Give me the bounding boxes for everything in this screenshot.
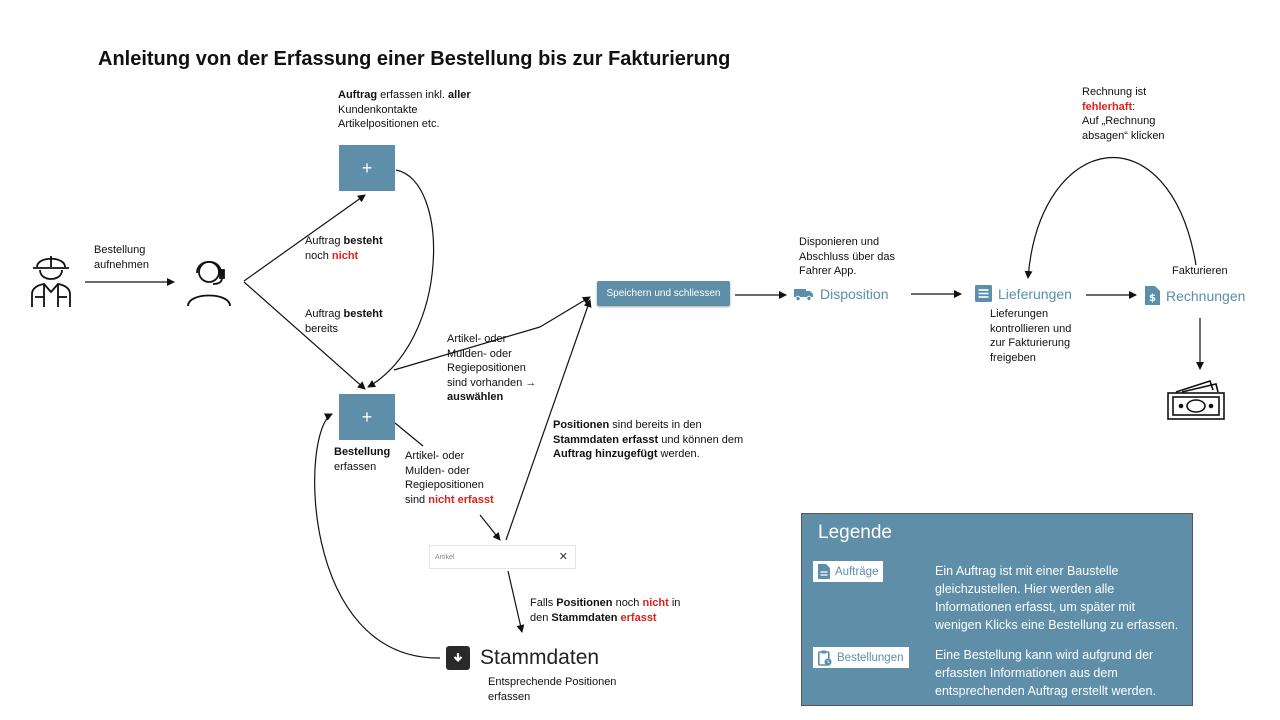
label-rechnung-fehlerhaft: Rechnung ist fehlerhaft: Auf „Rechnung a…: [1082, 86, 1165, 142]
legend-desc-bestellungen: Eine Bestellung kann wird aufgrund der e…: [935, 648, 1156, 698]
label-bestellung-aufnehmen: Bestellung aufnehmen: [94, 244, 150, 271]
stammdaten-label: Stammdaten: [480, 646, 600, 669]
nav-disposition[interactable]: Disposition: [794, 286, 888, 302]
label-positionen-vorhanden: Artikel- oder Mulden- oder Regieposition…: [447, 333, 537, 403]
label-positionen-stammdaten: Positionen sind bereits in den Stammdate…: [553, 419, 744, 460]
label-entsprechende-positionen: Entsprechende Positionen erfassen: [488, 676, 617, 703]
clear-icon[interactable]: ✕: [558, 551, 568, 563]
label-falls-positionen: Falls Positionen noch nicht in den Stamm…: [530, 597, 681, 624]
clipboard-clock-icon: [818, 650, 832, 666]
arrow-agent-to-auftrag: [243, 194, 366, 282]
legend-desc-auftraege: Ein Auftrag ist mit einer Baustelle glei…: [935, 564, 1179, 632]
label-auftrag-erfassen: Auftrag erfassen inkl. aller Kundenkonta…: [338, 89, 471, 130]
disposition-label: Disposition: [820, 286, 889, 302]
arrow-agent-to-bestellung: [243, 281, 366, 390]
document-icon: [818, 564, 830, 579]
label-positionen-nicht-erfasst: Artikel- oder Mulden- oder Regieposition…: [405, 450, 494, 506]
worker-icon: [31, 256, 71, 307]
arrow-artikel-to-stammdaten: [507, 570, 525, 633]
rechnungen-label: Rechnungen: [1166, 287, 1246, 304]
lieferungen-label: Lieferungen: [998, 285, 1072, 302]
speichern-und-schliessen-button[interactable]: Speichern und schliessen: [597, 281, 730, 306]
line-bestellung-to-nichterfasst: [394, 422, 424, 447]
svg-text:$: $: [1149, 293, 1156, 304]
page-title: Anleitung von der Erfassung einer Bestel…: [98, 48, 731, 70]
label-bestellung-erfassen: Bestellung erfassen: [334, 446, 391, 473]
download-box-icon: [446, 646, 470, 670]
nav-rechnungen[interactable]: $ Rechnungen: [1145, 286, 1245, 305]
headset-agent-icon: [187, 260, 231, 307]
label-disponieren: Disponieren und Abschluss über das Fahre…: [799, 236, 895, 277]
label-auftrag-besteht-bereits: Auftrag besteht bereits: [305, 308, 383, 335]
label-lieferungen-kontrollieren: Lieferungen kontrollieren und zur Faktur…: [990, 308, 1072, 364]
label-fakturieren: Fakturieren: [1172, 265, 1228, 277]
arrow-stammdaten-to-bestellung: [314, 413, 441, 659]
legend-box: Legende Aufträge Ein Auftrag ist mit ein…: [801, 513, 1193, 706]
arrow-bestellung-to-speichern: [539, 296, 591, 328]
nav-lieferungen[interactable]: Lieferungen: [975, 285, 1072, 302]
legend-chip-auftraege: Aufträge: [813, 561, 884, 582]
truck-icon: [794, 289, 813, 302]
legend-chip-auftraege-label: Aufträge: [835, 565, 879, 578]
legend-chip-bestellungen-label: Bestellungen: [837, 651, 904, 664]
arrow-nichterfasst-to-artikel: [479, 514, 501, 541]
arrow-auftrag-to-bestellung: [367, 169, 435, 388]
arrow-rechnungen-to-lieferungen: [1024, 156, 1197, 279]
artikel-input[interactable]: Artikel ✕: [429, 545, 576, 569]
list-icon: [975, 285, 992, 302]
add-bestellung-button[interactable]: +: [339, 394, 395, 440]
nav-stammdaten[interactable]: Stammdaten: [446, 646, 599, 670]
invoice-dollar-icon: $: [1145, 286, 1160, 305]
add-auftrag-button[interactable]: +: [339, 145, 395, 191]
cash-icon: [1167, 379, 1225, 420]
label-auftrag-besteht-nicht: Auftrag besteht noch nicht: [305, 235, 383, 262]
legend-chip-bestellungen: Bestellungen: [813, 647, 909, 668]
arrow-artikel-to-speichern: [505, 299, 592, 541]
arrow-bestellung-to-speichern-line: [393, 326, 541, 371]
legend-title: Legende: [818, 522, 892, 543]
artikel-input-label: Artikel: [435, 554, 455, 561]
